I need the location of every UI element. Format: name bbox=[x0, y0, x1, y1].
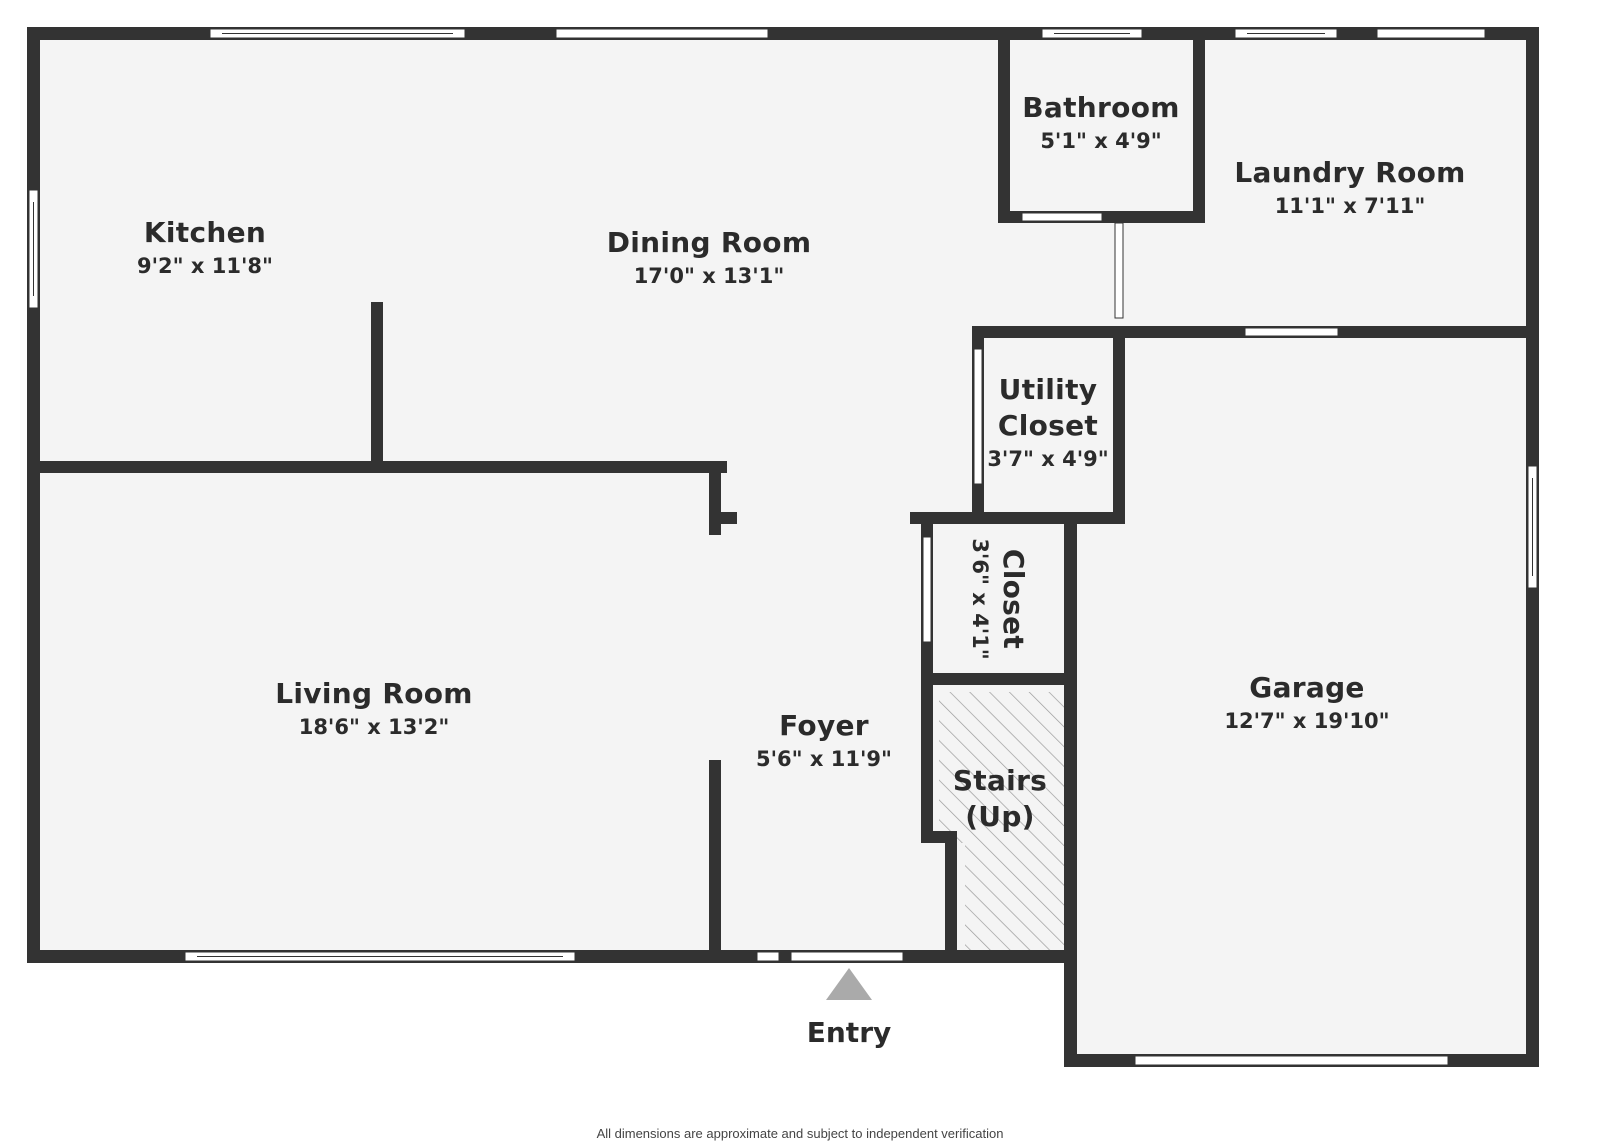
room-name: Closet bbox=[997, 548, 1030, 650]
room-bathroom: Bathroom 5'1" x 4'9" bbox=[1022, 90, 1179, 156]
room-dimensions: 12'7" x 19'10" bbox=[1224, 709, 1390, 733]
stairs-hatch bbox=[939, 692, 1067, 956]
room-name: Living Room bbox=[275, 677, 473, 710]
room-dimensions: 3'6" x 4'1" bbox=[968, 538, 992, 660]
room-name: Bathroom bbox=[1022, 91, 1180, 124]
room-stairs: Stairs (Up) bbox=[953, 763, 1047, 835]
room-name: Foyer bbox=[779, 709, 869, 742]
room-dimensions: 9'2" x 11'8" bbox=[137, 254, 273, 278]
room-kitchen: Kitchen 9'2" x 11'8" bbox=[137, 215, 273, 281]
room-closet: Closet 3'6" x 4'1" bbox=[965, 538, 1031, 659]
room-dimensions: 5'6" x 11'9" bbox=[756, 747, 892, 771]
room-name: Kitchen bbox=[143, 216, 267, 249]
disclaimer-footnote: All dimensions are approximate and subje… bbox=[596, 1126, 1004, 1141]
room-dimensions: 18'6" x 13'2" bbox=[298, 715, 450, 739]
entry-label: Entry bbox=[806, 1016, 892, 1049]
room-dimensions: 3'7" x 4'9" bbox=[987, 447, 1109, 471]
room-dimensions: 5'1" x 4'9" bbox=[1040, 129, 1162, 153]
room-name: Dining Room bbox=[606, 226, 812, 259]
room-name-line2: Closet bbox=[997, 409, 1099, 442]
floor-area bbox=[33, 33, 1532, 1061]
windows bbox=[28, 28, 1538, 1066]
room-name-line1: Stairs bbox=[952, 764, 1048, 797]
room-dimensions: 11'1" x 7'11" bbox=[1274, 194, 1426, 218]
room-name-line1: Utility bbox=[998, 373, 1098, 406]
room-name: Garage bbox=[1249, 671, 1365, 704]
room-laundry-room: Laundry Room 11'1" x 7'11" bbox=[1234, 155, 1465, 221]
room-dining-room: Dining Room 17'0" x 13'1" bbox=[607, 225, 812, 291]
room-garage: Garage 12'7" x 19'10" bbox=[1224, 670, 1389, 736]
room-utility-closet: Utility Closet 3'7" x 4'9" bbox=[987, 372, 1108, 474]
room-dimensions: 17'0" x 13'1" bbox=[633, 264, 785, 288]
entry-arrow-icon bbox=[826, 968, 872, 1000]
room-name: Laundry Room bbox=[1234, 156, 1466, 189]
room-name-line2: (Up) bbox=[965, 800, 1035, 833]
room-living-room: Living Room 18'6" x 13'2" bbox=[275, 676, 473, 742]
room-foyer: Foyer 5'6" x 11'9" bbox=[756, 708, 892, 774]
